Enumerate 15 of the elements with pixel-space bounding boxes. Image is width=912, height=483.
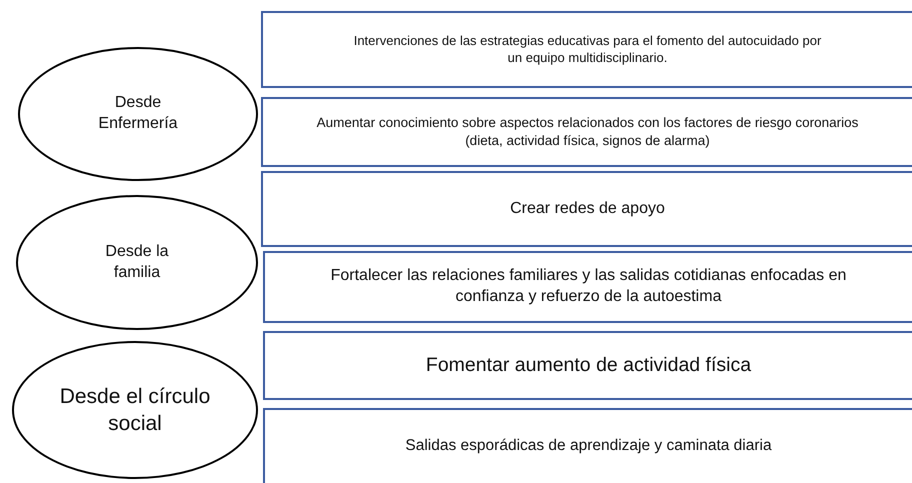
box-text: Intervenciones de las estrategias educativas para el fomento del autocuidado por un equipo multidisciplinario. (352, 32, 822, 66)
text-box (261, 97, 912, 167)
ellipse-label: Desde el círculo social (58, 384, 212, 437)
text-box (263, 408, 912, 483)
box-text: Fomentar aumento de actividad física (424, 352, 752, 378)
box-text: Salidas esporádicas de aprendizaje y caminata diaria (404, 436, 773, 456)
text-box (261, 11, 912, 88)
box-text: Crear redes de apoyo (509, 198, 666, 219)
text-box (263, 251, 912, 323)
ellipse-label: Desde la familia (104, 242, 170, 282)
ellipse-label: Desde Enfermería (97, 93, 179, 134)
box-text: Fortalecer las relaciones familiares y las salidas cotidianas enfocadas en confianza y refuerzo de la autoestima (330, 266, 848, 307)
box-text: Aumentar conocimiento sobre aspectos relacionados con los factores de riesgo coronarios (dieta, actividad física, signos de alarma) (316, 114, 860, 150)
text-box (261, 171, 912, 247)
text-box (263, 331, 912, 400)
